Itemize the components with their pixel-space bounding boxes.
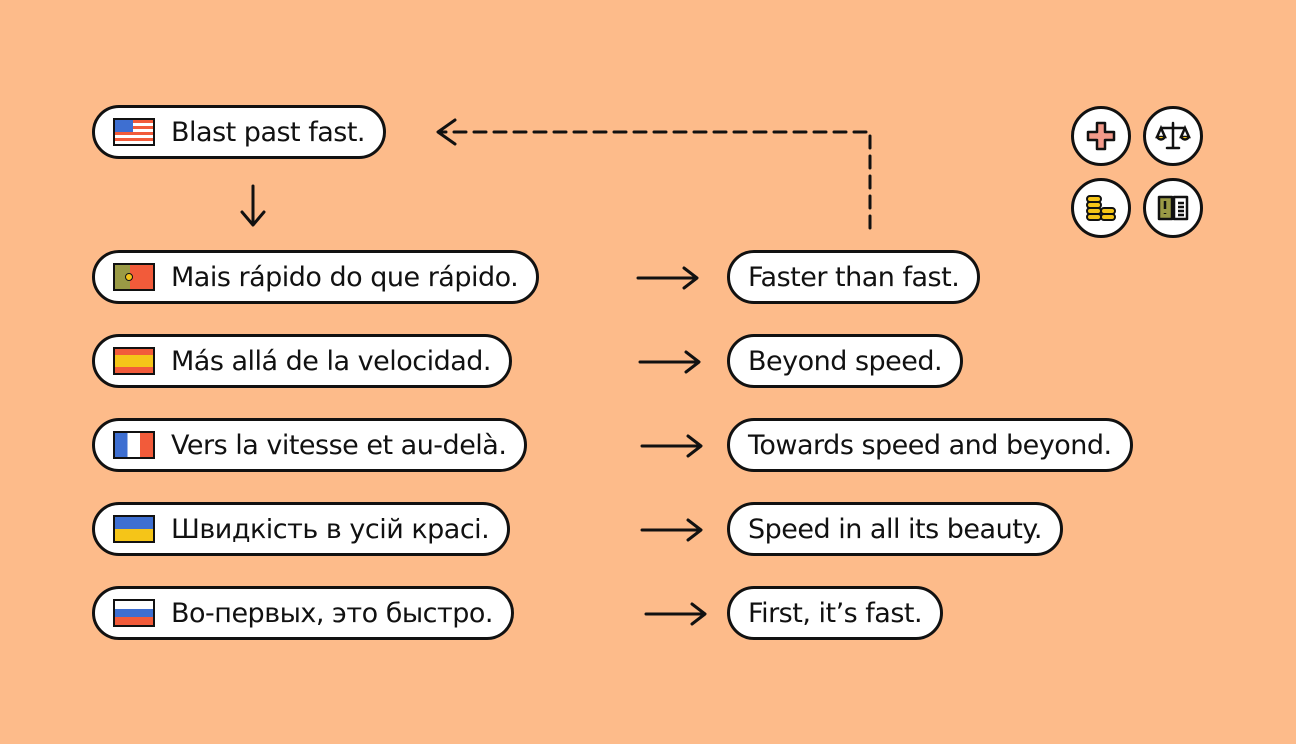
translation-pill: Towards speed and beyond. [727, 418, 1133, 472]
medical-cross-icon [1071, 106, 1131, 166]
phrase-text: Mais rápido do que rápido. [171, 261, 519, 293]
us-flag-icon [113, 118, 155, 146]
translation-text: Faster than fast. [748, 261, 960, 293]
translation-text: First, it’s fast. [748, 597, 923, 629]
translation-text: Towards speed and beyond. [748, 429, 1112, 461]
source-phrase-text: Blast past fast. [171, 116, 366, 148]
phrase-text: Швидкість в усій красі. [171, 513, 490, 545]
phrase-pill-french: Vers la vitesse et au-delà. [92, 418, 528, 472]
translation-pill: Faster than fast. [727, 250, 981, 304]
right-arrow-icon [640, 434, 703, 458]
phrase-pill-russian: Во-первых, это быстро. [92, 586, 514, 640]
ukraine-flag-icon [113, 515, 155, 543]
down-arrow [240, 184, 266, 227]
coins-icon [1071, 178, 1131, 238]
source-phrase-pill: Blast past fast. [92, 105, 387, 159]
phrase-pill-ukrainian: Швидкість в усій красі. [92, 502, 511, 556]
phrase-text: Más allá de la velocidad. [171, 345, 492, 377]
right-arrow-icon [638, 350, 701, 374]
right-arrow-icon [636, 266, 699, 290]
phrase-pill-portuguese: Mais rápido do que rápido. [92, 250, 540, 304]
right-arrow-icon [644, 602, 707, 626]
translation-text: Speed in all its beauty. [748, 513, 1043, 545]
russia-flag-icon [113, 599, 155, 627]
phrase-text: Во-первых, это быстро. [171, 597, 494, 629]
dashed-return-arrow [438, 130, 872, 230]
translation-text: Beyond speed. [748, 345, 943, 377]
book-icon [1143, 178, 1203, 238]
dashed-arrow-head [436, 118, 457, 146]
phrase-text: Vers la vitesse et au-delà. [171, 429, 507, 461]
translation-pill: Speed in all its beauty. [727, 502, 1063, 556]
right-arrow-icon [640, 518, 703, 542]
france-flag-icon [113, 431, 155, 459]
scales-icon [1143, 106, 1203, 166]
translation-pill: Beyond speed. [727, 334, 964, 388]
phrase-pill-spanish: Más allá de la velocidad. [92, 334, 512, 388]
translation-pill: First, it’s fast. [727, 586, 944, 640]
spain-flag-icon [113, 347, 155, 375]
portugal-flag-icon [113, 263, 155, 291]
